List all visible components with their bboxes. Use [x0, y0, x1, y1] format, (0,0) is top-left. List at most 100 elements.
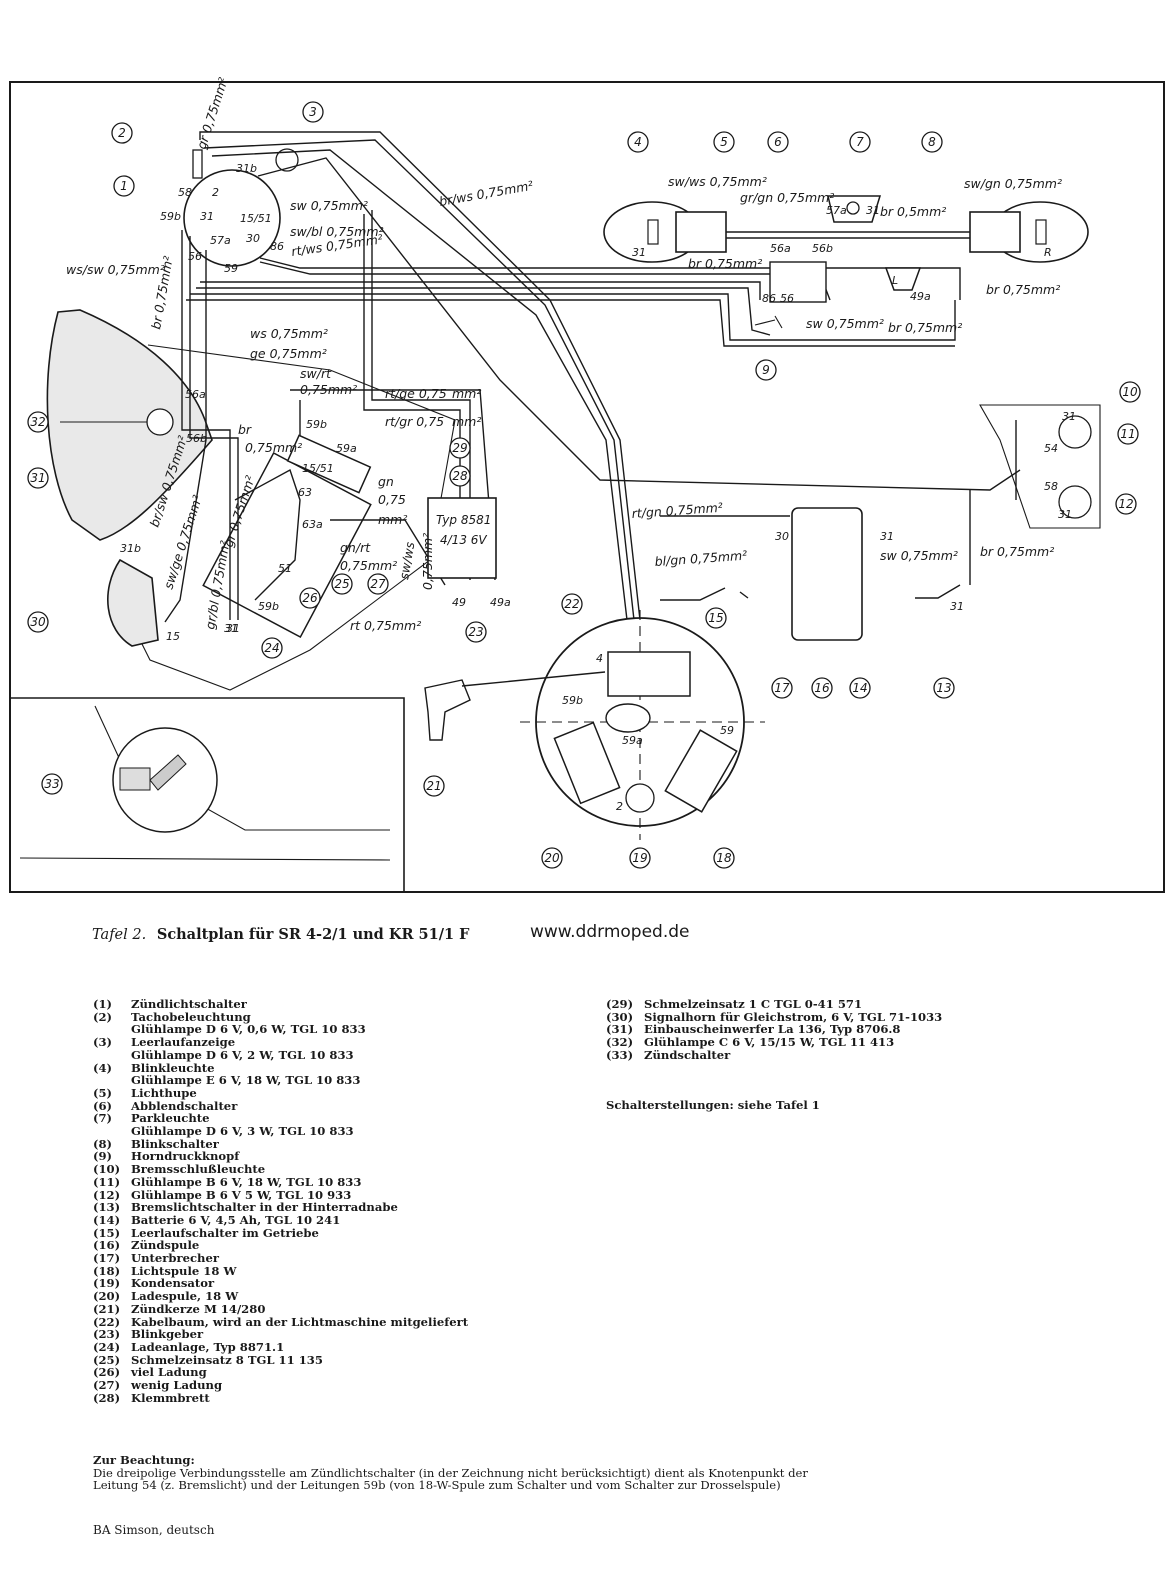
terminal-label: 31	[866, 204, 880, 217]
callout-number: 13	[936, 681, 951, 695]
legend-text: Zündspule	[131, 1238, 200, 1253]
callout-number: 5	[720, 135, 728, 149]
legend-number: (19)	[93, 1276, 121, 1291]
wire-label: rt/gr 0,75	[385, 414, 444, 429]
legend-text: Schmelzeinsatz 1 C TGL 0-41 571	[644, 997, 863, 1011]
wire-label: sw/bl 0,75mm²	[290, 224, 384, 239]
ignition-key-slot	[119, 767, 151, 791]
legend-text: Signalhorn für Gleichstrom, 6 V, TGL 71-…	[644, 1009, 943, 1024]
terminal-label: 56b	[186, 432, 207, 445]
legend-number: (28)	[93, 1390, 121, 1405]
breaker-cam	[605, 703, 651, 733]
wire-label: br 0,75mm²	[888, 320, 962, 335]
wire-label: sw 0,75mm²	[880, 548, 958, 563]
legend-text: Blinkschalter	[131, 1136, 219, 1151]
terminal-label: 86	[762, 292, 776, 305]
terminal-label: 49	[452, 596, 466, 609]
callout-circle	[113, 175, 135, 197]
relay-text: Typ 8581 4/13 6V	[436, 513, 491, 547]
wire-label: mm²	[452, 386, 481, 401]
legend-number: (21)	[93, 1301, 121, 1316]
callout-circle	[261, 637, 283, 659]
legend-number: (23)	[93, 1327, 121, 1342]
terminal-label: 59b	[160, 210, 181, 223]
callout-circle	[449, 437, 471, 459]
legend-item: (22)Kabelbaum, wird an der Lichtmaschine…	[93, 1314, 469, 1329]
terminal-label: 49a	[910, 290, 931, 303]
neutral-switch	[660, 587, 749, 601]
terminal-label: 58	[1044, 480, 1058, 493]
terminal-label: 57a	[210, 234, 231, 247]
tail-light-housing	[979, 404, 1101, 529]
legend-item: (3) Leerlaufanzeige	[93, 1036, 468, 1049]
terminal-label: 31	[226, 622, 240, 635]
terminal-label: 31b	[236, 162, 257, 175]
legend-item: (15)Leerlaufschalter im Getriebe	[93, 1226, 468, 1240]
wire-label: sw/rt	[300, 366, 332, 381]
terminal-label: 2	[212, 186, 219, 199]
callout-circle	[367, 573, 389, 595]
wire-label: sw 0,75mm²	[806, 316, 884, 331]
terminal-label: 59b	[258, 600, 279, 613]
legend-text: Zündkerze M 14/280	[131, 1301, 266, 1316]
caption-title: Schaltplan für SR 4-2/1 und KR 51/1 F	[156, 926, 470, 943]
callout-circle	[111, 122, 133, 144]
terminal-label: 31	[200, 210, 214, 223]
wire-label: br 0,75mm²	[986, 282, 1060, 297]
wire-label: gn	[378, 474, 394, 489]
note-line-1: Die dreipolige Verbindungsstelle am Zünd…	[93, 1465, 808, 1480]
callout-number: 19	[632, 851, 647, 865]
legend-text: Glühlampe B 6 V, 18 W, TGL 10 833	[131, 1174, 362, 1189]
legend-item: (12)Glühlampe B 6 V 5 W, TGL 10 933	[93, 1188, 468, 1202]
source-url: www.ddrmoped.de	[530, 922, 690, 942]
charging-unit	[202, 451, 372, 639]
terminal-label: 59	[720, 724, 734, 737]
callout-number: 22	[564, 597, 579, 611]
terminal-label: 59b	[562, 694, 583, 707]
legend-item: (11) Glühlampe B 6 V, 18 W, TGL 10 833	[93, 1176, 468, 1189]
terminal-label: 58	[178, 186, 192, 199]
terminal-label: 59a	[622, 734, 643, 747]
tail-lamp	[1058, 485, 1092, 519]
speedometer-gauge	[183, 169, 281, 267]
legend-text: Einbauscheinwerfer La 136, Typ 8706.8	[644, 1022, 901, 1037]
terminal-label: 59b	[306, 418, 327, 431]
turn-signal-right	[969, 201, 1089, 263]
terminal-label: 57a	[826, 204, 847, 217]
callout-circle	[1117, 423, 1139, 445]
legend-number: (27)	[93, 1378, 121, 1393]
legend-item: (32)Glühlampe C 6 V, 15/15 W, TGL 11 413	[606, 1036, 942, 1049]
legend-text: Kabelbaum, wird an der Lichtmaschine mit…	[131, 1314, 469, 1329]
legend-item: (19)Kondensator	[93, 1277, 468, 1290]
wire-label: sw/ws 0,75mm²	[668, 174, 767, 189]
diagram-frame	[9, 81, 1165, 893]
terminal-label: 56b	[812, 242, 833, 255]
legend-item: (4)Blinkleuchte	[93, 1061, 468, 1075]
wire-label: br/ws 0,75mm²	[438, 178, 534, 209]
wire-label: gr/gn 0,75mm²	[740, 190, 834, 205]
callout-circle	[1119, 381, 1141, 403]
callout-circle	[541, 847, 563, 869]
legend-number: (3)	[93, 1035, 113, 1050]
headlamp-bulb	[146, 408, 174, 436]
footer: BA Simson, deutsch	[93, 1523, 215, 1537]
wiring-harness	[164, 131, 1021, 623]
wire-label: gr/bl 0,75mm²	[202, 539, 232, 630]
callout-circle	[849, 677, 871, 699]
terminal-label: 56a	[185, 388, 206, 401]
battery	[791, 507, 863, 641]
terminal-label: 31	[880, 530, 894, 543]
legend-number: (11)	[93, 1174, 121, 1189]
tacho-lamp	[192, 149, 203, 179]
parking-bulb	[846, 201, 860, 215]
callout-number: 16	[814, 681, 830, 695]
callout-number: 1	[120, 179, 128, 193]
legend-text: Horndruckknopf	[131, 1149, 240, 1164]
terminal-label: 30	[775, 530, 789, 543]
terminal-label: 15/51	[240, 212, 272, 225]
legend-text: Leerlaufanzeige	[131, 1035, 236, 1050]
terminal-label: 86	[270, 240, 284, 253]
legend-item: (29)Schmelzeinsatz 1 C TGL 0-41 571	[606, 998, 942, 1011]
legend-item: (20)Ladespule, 18 W	[93, 1290, 468, 1303]
